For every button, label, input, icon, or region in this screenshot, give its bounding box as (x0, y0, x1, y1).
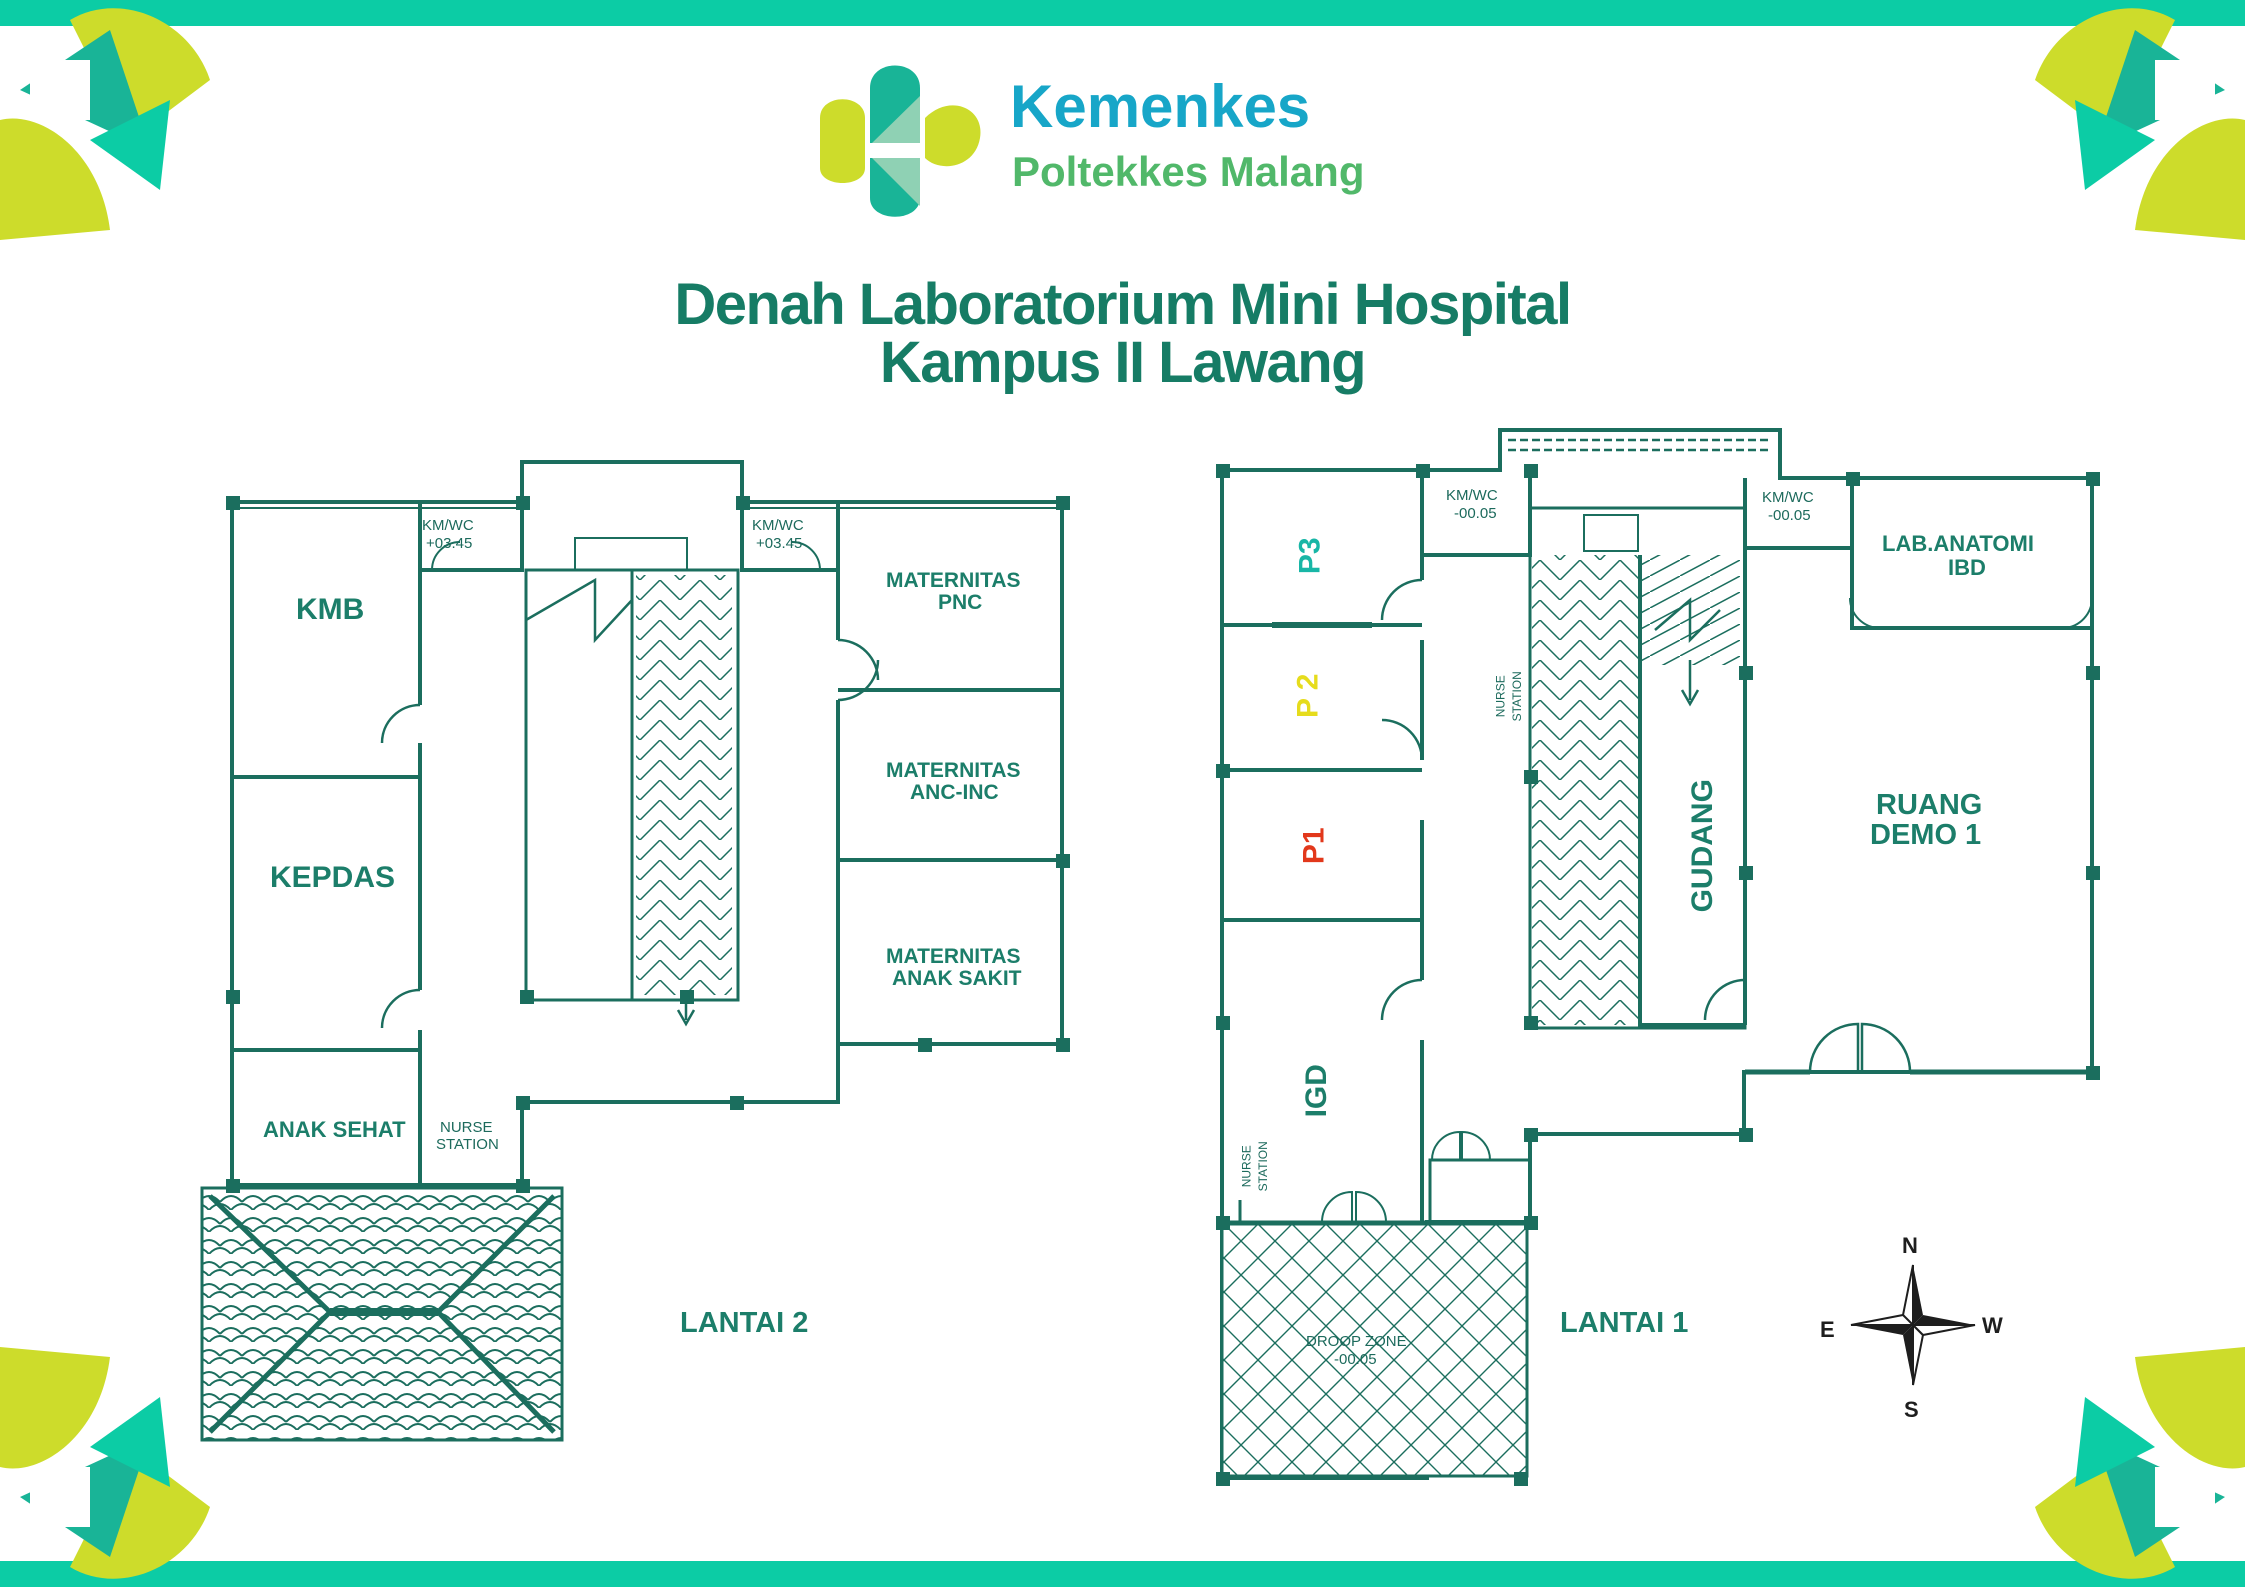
compass-rose-icon (1850, 1264, 1976, 1386)
kmwc-a-label: KM/WC (1446, 487, 1498, 504)
kmwc-left-level: +03.45 (426, 535, 473, 552)
floor1-plan (1220, 428, 2094, 1480)
room-anak-sehat: ANAK SEHAT (263, 1117, 406, 1142)
top-frame-bar (0, 0, 2245, 26)
room-p1: P1 (1297, 827, 1331, 865)
floor2-columns (226, 496, 1070, 1193)
corner-ornament-top-right (2035, 8, 2245, 240)
room-maternitas-anc-line2: ANC-INC (910, 781, 999, 804)
nurse-station-label-line1: NURSE (440, 1119, 493, 1136)
kmwc-a-level: -00.05 (1454, 505, 1497, 522)
corner-ornament-bottom-right (2035, 1347, 2245, 1579)
kemenkes-logo-icon (820, 65, 981, 217)
kmwc-right-level: +03.45 (756, 535, 803, 552)
droop-zone-level: -00.05 (1334, 1351, 1377, 1368)
room-igd: IGD (1299, 1064, 1333, 1118)
page-subtitle: Kampus II Lawang (879, 330, 1367, 395)
room-kepdas: KEPDAS (270, 861, 396, 894)
room-lab-anatomi-line1: LAB.ANATOMI (1882, 531, 2034, 556)
kmwc-b-level: -00.05 (1768, 507, 1811, 524)
room-maternitas-anak-sakit-line2: ANAK SAKIT (892, 967, 1022, 990)
room-ruang-demo-line1: RUANG (1876, 789, 1983, 821)
room-p3: P3 (1293, 537, 1327, 575)
corridor-nurse-station-line2: STATION (1509, 671, 1524, 722)
igd-nurse-station-line2: STATION (1255, 1141, 1270, 1192)
bottom-frame-bar (0, 1561, 2245, 1587)
room-p2: P 2 (1291, 673, 1325, 719)
compass-south-label: S (1904, 1397, 1919, 1422)
room-gudang: GUDANG (1685, 779, 1719, 913)
corner-ornament-bottom-left (0, 1347, 210, 1579)
page-title: Denah Laboratorium Mini Hospital (674, 272, 1572, 337)
room-ruang-demo-line2: DEMO 1 (1870, 819, 1982, 851)
institution-name: Poltekkes Malang (1012, 148, 1365, 195)
nurse-station-label-line2: STATION (436, 1136, 499, 1153)
brand-name: Kemenkes (1010, 73, 1311, 140)
room-maternitas-pnc-line2: PNC (938, 591, 983, 614)
floor2-plan (200, 460, 1064, 1442)
room-lab-anatomi-line2: IBD (1948, 555, 1986, 580)
compass-east-label: E (1820, 1317, 1835, 1342)
kmwc-b-label: KM/WC (1762, 489, 1814, 506)
room-maternitas-pnc-line1: MATERNITAS (886, 569, 1021, 592)
floor1-columns (1216, 464, 2100, 1486)
igd-nurse-station-line1: NURSE (1239, 1145, 1254, 1188)
room-maternitas-anak-sakit-line1: MATERNITAS (886, 945, 1021, 968)
room-kmb: KMB (296, 593, 365, 626)
corridor-nurse-station-line1: NURSE (1493, 675, 1508, 718)
kmwc-right-label: KM/WC (752, 517, 804, 534)
kmwc-left-label: KM/WC (422, 517, 474, 534)
room-maternitas-anc-line1: MATERNITAS (886, 759, 1021, 782)
floor2-name: LANTAI 2 (680, 1307, 809, 1339)
compass-west-label: W (1982, 1313, 2003, 1338)
corner-ornament-top-left (0, 8, 210, 240)
droop-zone-label: DROOP ZONE (1306, 1333, 1407, 1350)
compass-north-label: N (1902, 1233, 1918, 1258)
floor1-name: LANTAI 1 (1560, 1307, 1689, 1339)
